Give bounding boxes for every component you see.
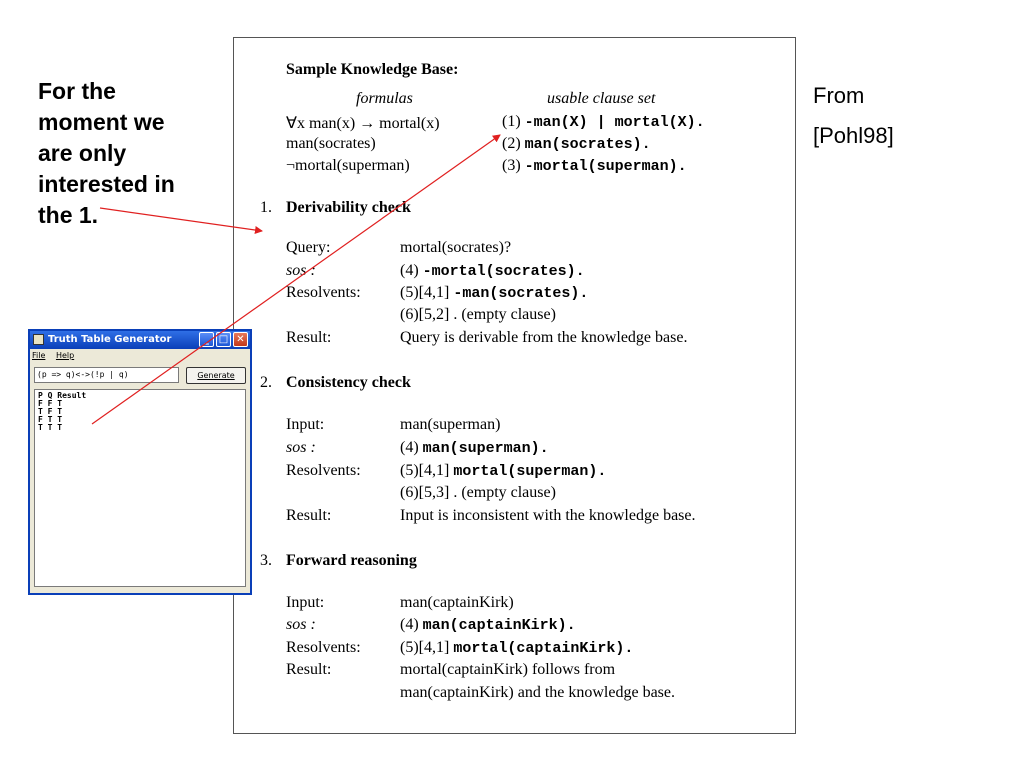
resolvent-ref: (6)[5,3] [400, 484, 450, 501]
resolvent-ref: (5)[4,1] [400, 284, 450, 301]
result-label: Result: [286, 507, 332, 524]
section-title: 1. Derivability check [260, 199, 411, 217]
resolvent: (6)[5,2] . (empty clause) [400, 306, 556, 324]
kb-formula: man(socrates) [286, 135, 376, 152]
result-label: Result: [286, 661, 332, 678]
citation-ref: [Pohl98] [813, 123, 894, 148]
minimize-icon[interactable]: _ [199, 332, 214, 347]
section-number: 3. [260, 552, 272, 569]
truth-table-window: Truth Table Generator _ □ ✕ File Help (p… [28, 329, 252, 595]
clause-number: (2) [502, 135, 521, 152]
resolvent-ref: (6)[5,2] [400, 306, 450, 323]
left-annotation-line: moment we [38, 109, 165, 135]
output-line: F T T [38, 415, 63, 424]
clause-number: (1) [502, 113, 521, 130]
resolvent: (5)[4,1] -man(socrates). [400, 284, 588, 302]
citation-note: From [Pohl98] [813, 76, 894, 156]
left-annotation-line: are only [38, 140, 127, 166]
input-value: man(captainKirk) [400, 594, 514, 611]
sos-number: (4) [400, 262, 419, 279]
resolvent: (6)[5,3] . (empty clause) [400, 484, 556, 502]
sos-clause: man(superman). [422, 440, 549, 457]
query-label: Query: [286, 239, 331, 256]
section-title: 2. Consistency check [260, 374, 411, 392]
resolvent-ref: (5)[4,1] [400, 639, 450, 656]
sos-number: (4) [400, 439, 419, 456]
kb-title: Sample Knowledge Base: [286, 61, 459, 78]
resolvent: (5)[4,1] mortal(superman). [400, 462, 606, 480]
section-number: 2. [260, 374, 272, 391]
clause-text: man(socrates). [524, 136, 651, 153]
resolvent-clause: mortal(superman). [453, 463, 607, 480]
resolvents-label: Resolvents: [286, 462, 361, 479]
generate-button[interactable]: Generate [186, 367, 246, 384]
formulas-header: formulas [356, 90, 413, 107]
sos-clause: man(captainKirk). [422, 617, 576, 634]
sos-value: (4) man(captainKirk). [400, 616, 576, 634]
resolvent-clause: . (empty clause) [453, 306, 556, 323]
resolvent-clause: mortal(captainKirk). [453, 640, 634, 657]
sos-label: sos : [286, 616, 316, 633]
kb-clause: (3) -mortal(superman). [502, 157, 687, 175]
sos-clause: -mortal(socrates). [422, 263, 585, 280]
result-value: Input is inconsistent with the knowledge… [400, 507, 696, 524]
clauses-header: usable clause set [547, 90, 656, 107]
clause-number: (3) [502, 157, 521, 174]
clause-text: -man(X) | mortal(X). [524, 114, 705, 131]
menu-help[interactable]: Help [55, 351, 75, 360]
output-line: T T T [38, 423, 63, 432]
sos-label: sos : [286, 262, 316, 279]
sos-label: sos : [286, 439, 316, 456]
input-label: Input: [286, 594, 325, 611]
maximize-icon[interactable]: □ [216, 332, 231, 347]
output-line: T F T [38, 407, 63, 416]
query-value: mortal(socrates)? [400, 239, 512, 256]
close-icon[interactable]: ✕ [233, 332, 248, 347]
window-title: Truth Table Generator [48, 334, 172, 345]
sos-value: (4) -mortal(socrates). [400, 262, 585, 280]
menu-file[interactable]: File [32, 351, 46, 360]
section-title-text: Derivability check [286, 199, 411, 216]
section-title-text: Forward reasoning [286, 552, 417, 569]
result-value: mortal(captainKirk) follows from [400, 661, 616, 678]
output-line: F F T [38, 399, 63, 408]
kb-clause: (2) man(socrates). [502, 135, 651, 153]
resolvent-clause: . (empty clause) [453, 484, 556, 501]
sos-value: (4) man(superman). [400, 439, 549, 457]
result-label: Result: [286, 329, 332, 346]
resolvents-label: Resolvents: [286, 639, 361, 656]
resolvent: (5)[4,1] mortal(captainKirk). [400, 639, 633, 657]
left-annotation-line: interested in [38, 171, 175, 197]
input-value: man(superman) [400, 416, 501, 433]
kb-formula: ¬mortal(superman) [286, 157, 410, 174]
result-value: Query is derivable from the knowledge ba… [400, 329, 688, 346]
left-annotation: For the moment we are only interested in… [38, 76, 203, 231]
expression-input[interactable]: (p => q)<->(!p | q) [34, 367, 179, 383]
window-titlebar[interactable]: Truth Table Generator _ □ ✕ [30, 331, 250, 349]
document-page: Sample Knowledge Base: formulas usable c… [233, 37, 796, 734]
app-icon [33, 334, 44, 345]
section-title-text: Consistency check [286, 374, 411, 391]
menubar: File Help [32, 351, 82, 360]
clause-text: -mortal(superman). [524, 158, 687, 175]
resolvent-clause: -man(socrates). [453, 285, 589, 302]
kb-clause: (1) -man(X) | mortal(X). [502, 113, 705, 131]
output-line: P Q Result [38, 391, 87, 400]
section-number: 1. [260, 199, 272, 216]
truth-table-output[interactable]: P Q Result F F T T F T F T T T T T [34, 389, 246, 587]
input-label: Input: [286, 416, 325, 433]
citation-from: From [813, 83, 865, 108]
section-title: 3. Forward reasoning [260, 552, 417, 570]
left-annotation-line: For the [38, 78, 116, 104]
resolvent-ref: (5)[4,1] [400, 462, 450, 479]
sos-number: (4) [400, 616, 419, 633]
resolvents-label: Resolvents: [286, 284, 361, 301]
left-annotation-line: the 1. [38, 202, 99, 228]
result-value-cont: man(captainKirk) and the knowledge base. [400, 684, 676, 701]
kb-formula: ∀x man(x) → mortal(x) [286, 115, 440, 132]
